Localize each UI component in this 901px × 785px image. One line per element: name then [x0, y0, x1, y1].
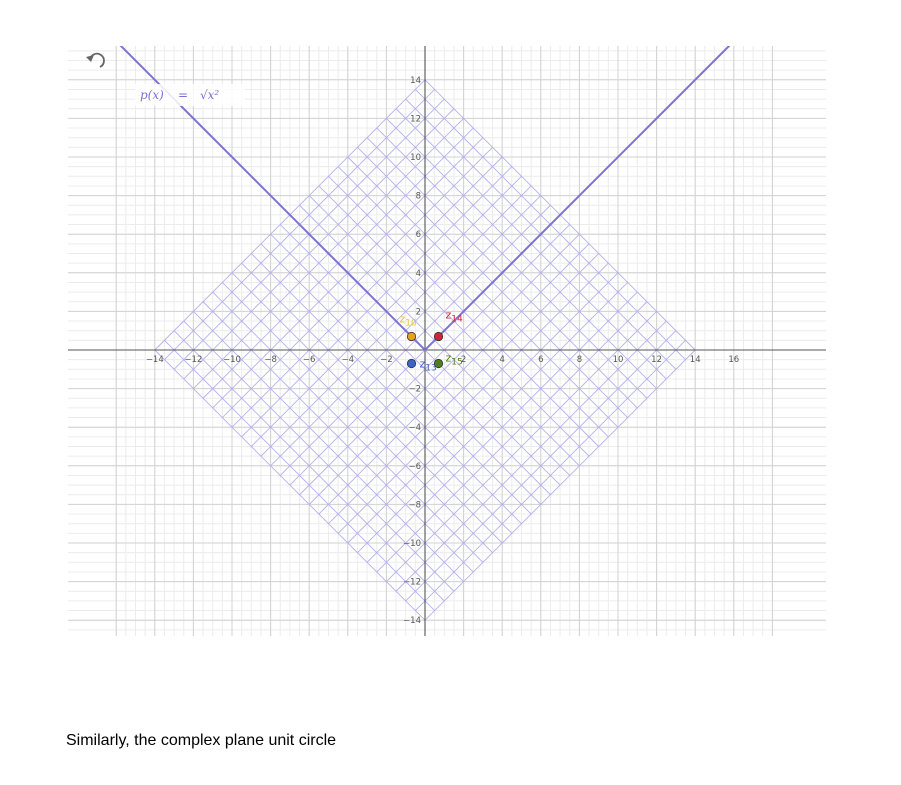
y-tick-label: 4 [416, 269, 421, 279]
function-label-rhs: √x² [200, 88, 219, 102]
axes [68, 46, 826, 636]
rotated-grid-line [405, 330, 677, 602]
function-label: p(x) = √x² [135, 84, 245, 106]
point-label-z15: z15 [446, 352, 463, 368]
rotated-grid-line [366, 291, 638, 563]
tick-labels: −14 −12 −10 −8 −6 −4 −2 2 4 6 8 10 12 14 16 14 12 10 8 6 4 2 −… [146, 76, 739, 626]
y-tick-label: −6 [408, 462, 421, 472]
rotated-grid-line [308, 233, 580, 505]
x-tick-label: 2 [461, 355, 466, 365]
y-tick-label: −8 [408, 500, 421, 510]
point-label-z10: z10 [399, 312, 417, 328]
rotated-grid-line [318, 243, 590, 515]
point-label-z13: z13 [419, 358, 436, 374]
function-label-lhs: p(x) [140, 88, 164, 102]
point-label-z14: z14 [446, 308, 464, 324]
rotated-grid-line [328, 253, 600, 525]
rotated-grid-line [337, 262, 609, 534]
y-tick-label: −12 [403, 578, 421, 588]
y-tick-label: −2 [408, 385, 421, 395]
y-tick-label: 10 [410, 153, 421, 163]
rotated-grid-line [357, 282, 628, 553]
x-tick-label: −14 [146, 355, 164, 365]
point-z14 [433, 331, 444, 342]
x-tick-label: 8 [577, 355, 582, 365]
x-tick-label: −8 [264, 355, 277, 365]
x-tick-label: 6 [538, 355, 543, 365]
x-tick-label: −2 [380, 355, 393, 365]
point-z15 [433, 358, 444, 369]
x-tick-label: −10 [223, 355, 241, 365]
x-tick-label: −12 [184, 355, 202, 365]
x-tick-label: 16 [728, 355, 739, 365]
function-curve-group [119, 46, 731, 352]
rotated-grid-line [376, 301, 648, 573]
y-tick-label: 2 [416, 307, 421, 317]
x-tick-label: 12 [651, 355, 662, 365]
function-label-eq: = [178, 88, 188, 102]
y-tick-label: 8 [416, 192, 421, 202]
undo-icon[interactable] [86, 52, 105, 68]
graph-view[interactable]: −14 −12 −10 −8 −6 −4 −2 2 4 6 8 10 12 14 16 14 12 10 8 6 4 2 −… [0, 0, 901, 660]
rotated-grid-line [395, 320, 667, 592]
x-tick-label: 4 [499, 355, 504, 365]
rotated-grid-line [386, 311, 657, 582]
rotated-grid-line [424, 349, 696, 621]
y-tick-label: −10 [403, 539, 421, 549]
graph-canvas[interactable]: −14 −12 −10 −8 −6 −4 −2 2 4 6 8 10 12 14 16 14 12 10 8 6 4 2 −… [0, 0, 901, 660]
x-tick-label: 14 [690, 355, 701, 365]
y-tick-label: −14 [403, 616, 421, 626]
point-z10 [406, 331, 417, 342]
point-z13 [406, 358, 417, 369]
y-tick-label: 14 [410, 76, 421, 86]
y-tick-label: 12 [410, 114, 421, 124]
caption-text: Similarly, the complex plane unit circle [66, 732, 337, 749]
x-tick-label: −4 [342, 355, 355, 365]
rotated-grid-line [415, 340, 686, 611]
x-tick-label: 10 [613, 355, 624, 365]
rotated-grid-line [299, 224, 571, 496]
x-tick-label: −6 [303, 355, 316, 365]
function-curve [119, 46, 731, 352]
y-tick-label: −4 [408, 423, 421, 433]
y-tick-label: 6 [416, 230, 421, 240]
rotated-grid-line [347, 272, 619, 544]
points-group: z10 z14 z13 z15 [399, 308, 463, 373]
